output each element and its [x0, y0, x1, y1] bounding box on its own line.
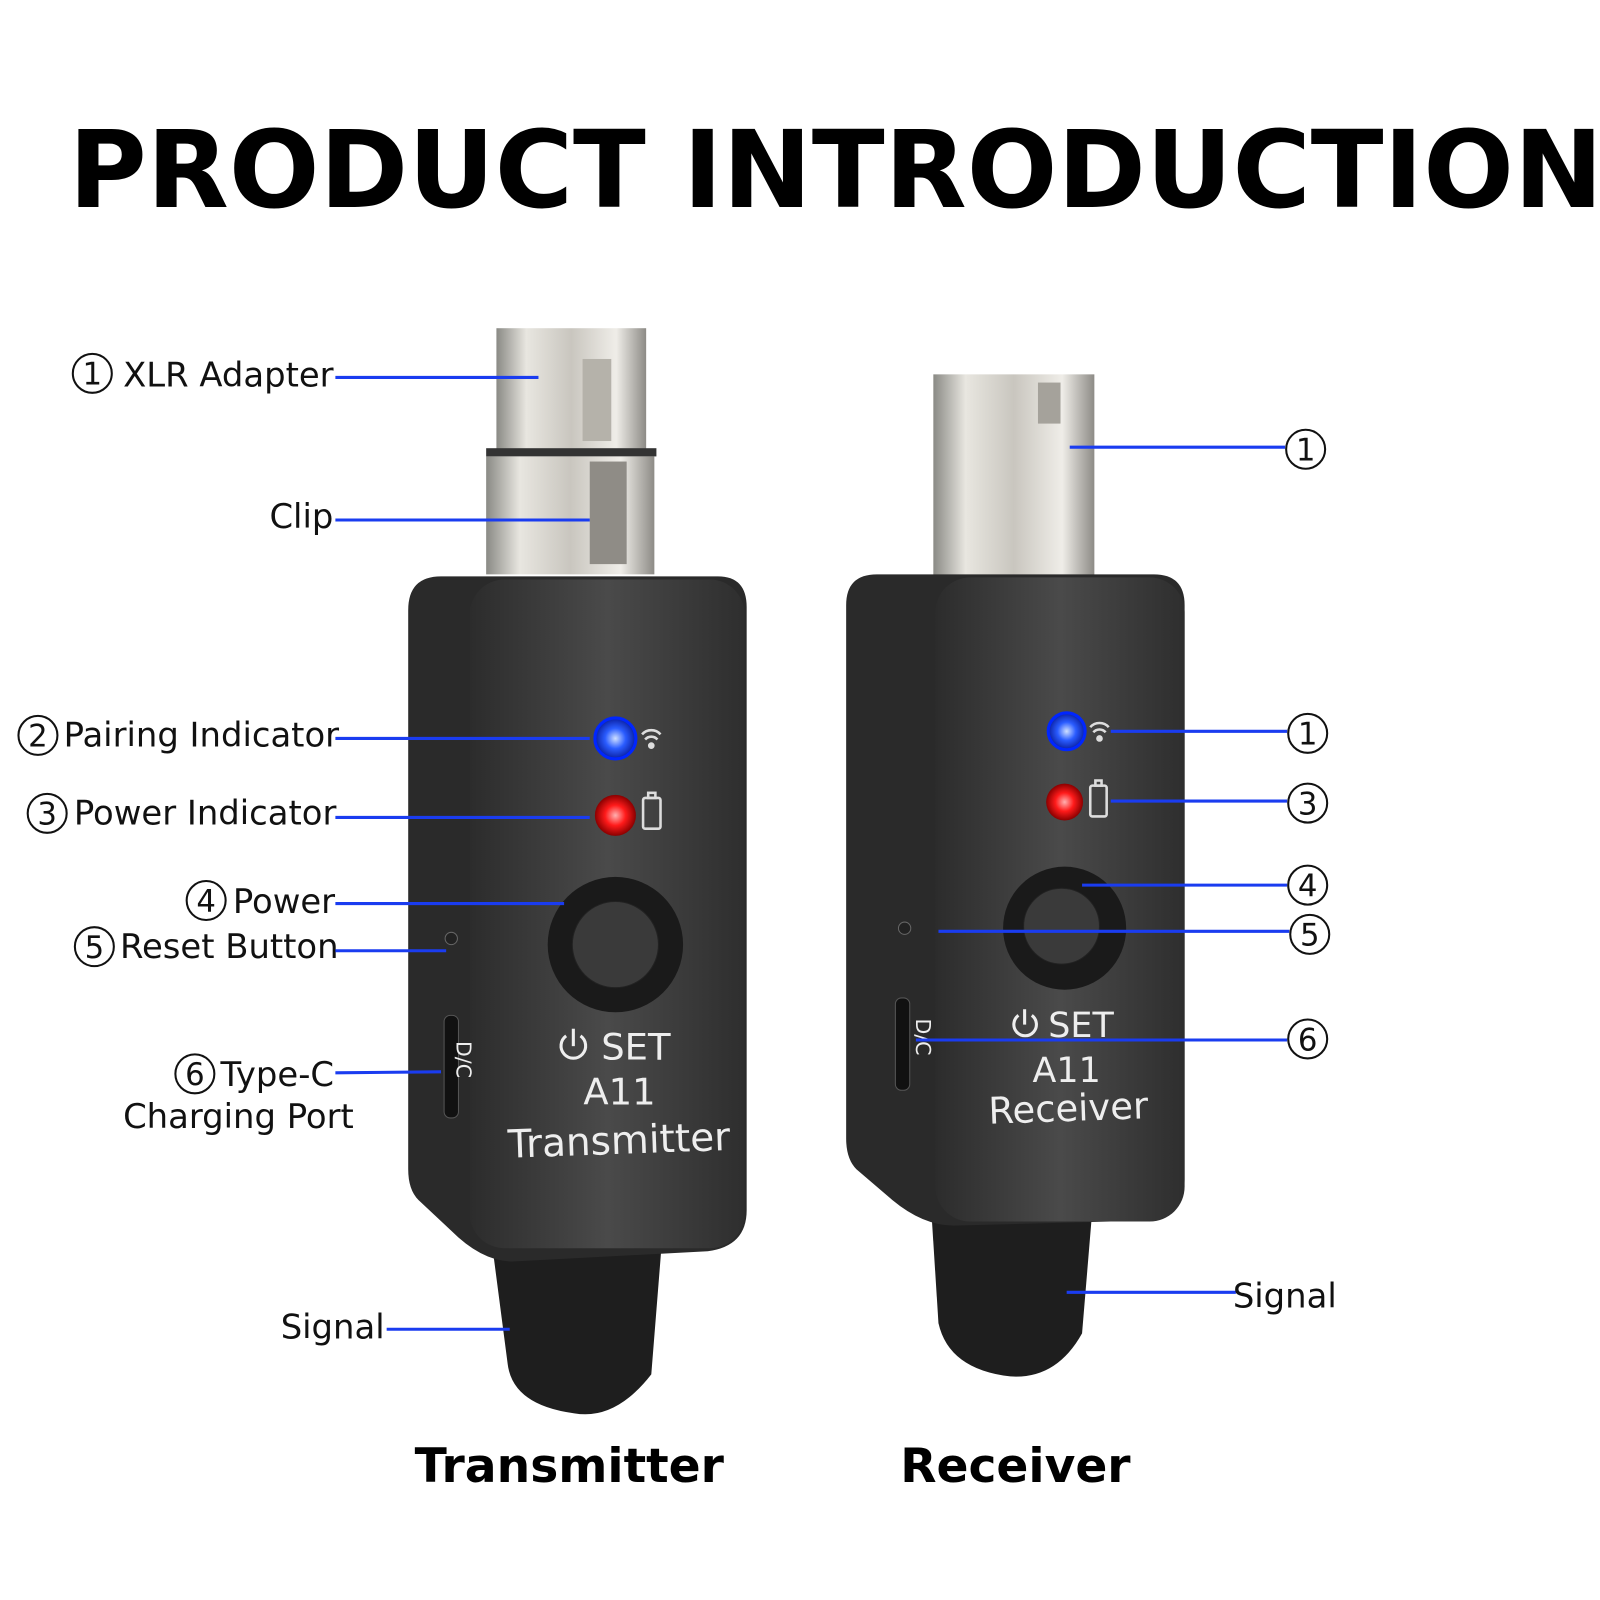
power-icon	[1012, 1009, 1038, 1038]
transmitter-model-label: A11	[583, 1071, 655, 1114]
receiver-name-label: Receiver	[988, 1084, 1150, 1133]
callout-number: 6	[1298, 1022, 1318, 1058]
power-button[interactable]	[571, 901, 659, 989]
callout-pairing-indicator: Pairing Indicator	[64, 716, 340, 755]
battery-icon	[641, 791, 662, 830]
callout-power-indicator: Power Indicator	[74, 794, 337, 833]
callout-xlr-adapter: XLR Adapter	[123, 356, 334, 395]
receiver-reset-button[interactable]	[897, 921, 912, 935]
transmitter-device: D/C SET A11 Transmitter	[408, 328, 747, 1415]
receiver-power-button[interactable]	[1023, 887, 1100, 965]
callout-signal: Signal	[281, 1307, 385, 1346]
transmitter-set-label: SET	[601, 1025, 671, 1068]
receiver-power-led	[1046, 783, 1084, 821]
wifi-icon	[641, 728, 662, 749]
receiver-port-marking: D/C	[911, 1018, 935, 1055]
callout-number: 1	[1298, 717, 1318, 753]
callout-type-c: Type-C	[220, 1055, 335, 1094]
callout-number: 6	[185, 1057, 205, 1093]
callout-signal: Signal	[1233, 1277, 1337, 1316]
receiver-pairing-led	[1046, 711, 1087, 752]
callout-reset-button: Reset Button	[120, 927, 339, 966]
callout-number: 4	[196, 884, 216, 920]
transmitter-name-label: Transmitter	[506, 1115, 732, 1168]
power-indicator-led	[594, 794, 636, 836]
transmitter-caption: Transmitter	[415, 1439, 725, 1494]
receiver-model-label: A11	[1033, 1051, 1101, 1091]
callout-charging-port: Charging Port	[123, 1097, 354, 1136]
callout-power: Power	[233, 882, 335, 921]
callout-number: 3	[37, 797, 57, 833]
callout-number: 2	[28, 719, 48, 755]
receiver-caption: Receiver	[900, 1439, 1131, 1494]
wifi-icon	[1089, 721, 1110, 742]
callout-number: 5	[85, 930, 105, 966]
receiver-device: D/C SET A11 Receiver	[846, 374, 1185, 1377]
callout-number: 5	[1300, 918, 1320, 954]
callout-number: 1	[83, 357, 103, 393]
page-title: PRODUCT INTRODUCTION	[69, 109, 1600, 233]
reset-button[interactable]	[444, 931, 458, 946]
receiver-callouts: 1 1 3 4 5 6 Signal	[915, 428, 1337, 1316]
transmitter-callouts: 1 XLR Adapter Clip 2 Pairing Indicator 3…	[17, 352, 590, 1346]
callout-number: 3	[1298, 786, 1318, 822]
callout-clip: Clip	[269, 497, 333, 536]
battery-icon	[1088, 779, 1108, 818]
power-icon	[559, 1028, 588, 1060]
callout-number: 4	[1298, 868, 1318, 904]
transmitter-port-marking: D/C	[451, 1041, 475, 1078]
callout-number: 1	[1296, 433, 1316, 469]
pairing-indicator-led	[593, 716, 638, 761]
